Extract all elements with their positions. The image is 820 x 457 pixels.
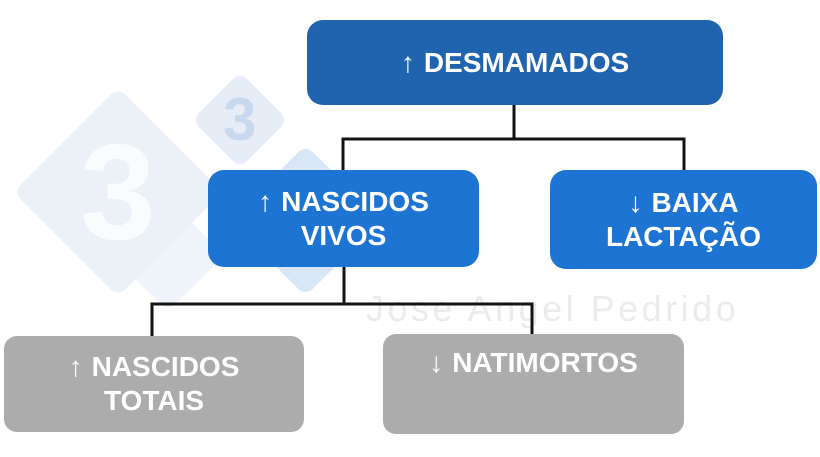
node-label-text: NATIMORTOS <box>452 347 638 378</box>
node-label-text: DESMAMADOS <box>423 46 630 78</box>
node-label-line2: LACTAÇÃO <box>605 220 761 252</box>
node-label-line2: VIVOS <box>300 219 387 251</box>
node-label-line1: ↑NASCIDOS <box>69 350 240 384</box>
node-nascidos-vivos: ↑NASCIDOS VIVOS <box>208 170 479 267</box>
node-label-line1: ↑DESMAMADOS <box>401 46 629 80</box>
down-arrow-icon: ↓ <box>429 347 444 378</box>
node-label-text: NASCIDOS <box>91 351 240 383</box>
node-desmamados: ↑DESMAMADOS <box>307 20 723 105</box>
node-label-text: NASCIDOS <box>281 185 429 217</box>
down-arrow-icon: ↓ <box>628 186 643 218</box>
node-natimortos: ↓ NATIMORTOS <box>383 334 684 434</box>
up-arrow-icon: ↑ <box>258 185 273 217</box>
node-label-line2: TOTAIS <box>103 385 205 416</box>
node-baixa-lactacao: ↓BAIXA LACTAÇÃO <box>550 170 817 269</box>
connector-level2-to-level3 <box>150 266 534 338</box>
node-label-line1: ↓ NATIMORTOS <box>429 346 638 380</box>
up-arrow-icon: ↑ <box>400 46 415 78</box>
watermark-author-text: Jose Angel Pedrido <box>366 288 740 329</box>
node-nascidos-totais: ↑NASCIDOS TOTAIS <box>4 336 304 432</box>
connector-root-to-level2 <box>341 103 686 172</box>
up-arrow-icon: ↑ <box>68 351 83 383</box>
node-label-text: BAIXA <box>651 186 739 218</box>
node-label-line1: ↑NASCIDOS <box>258 185 429 219</box>
node-label-line1: ↓BAIXA <box>628 186 738 220</box>
